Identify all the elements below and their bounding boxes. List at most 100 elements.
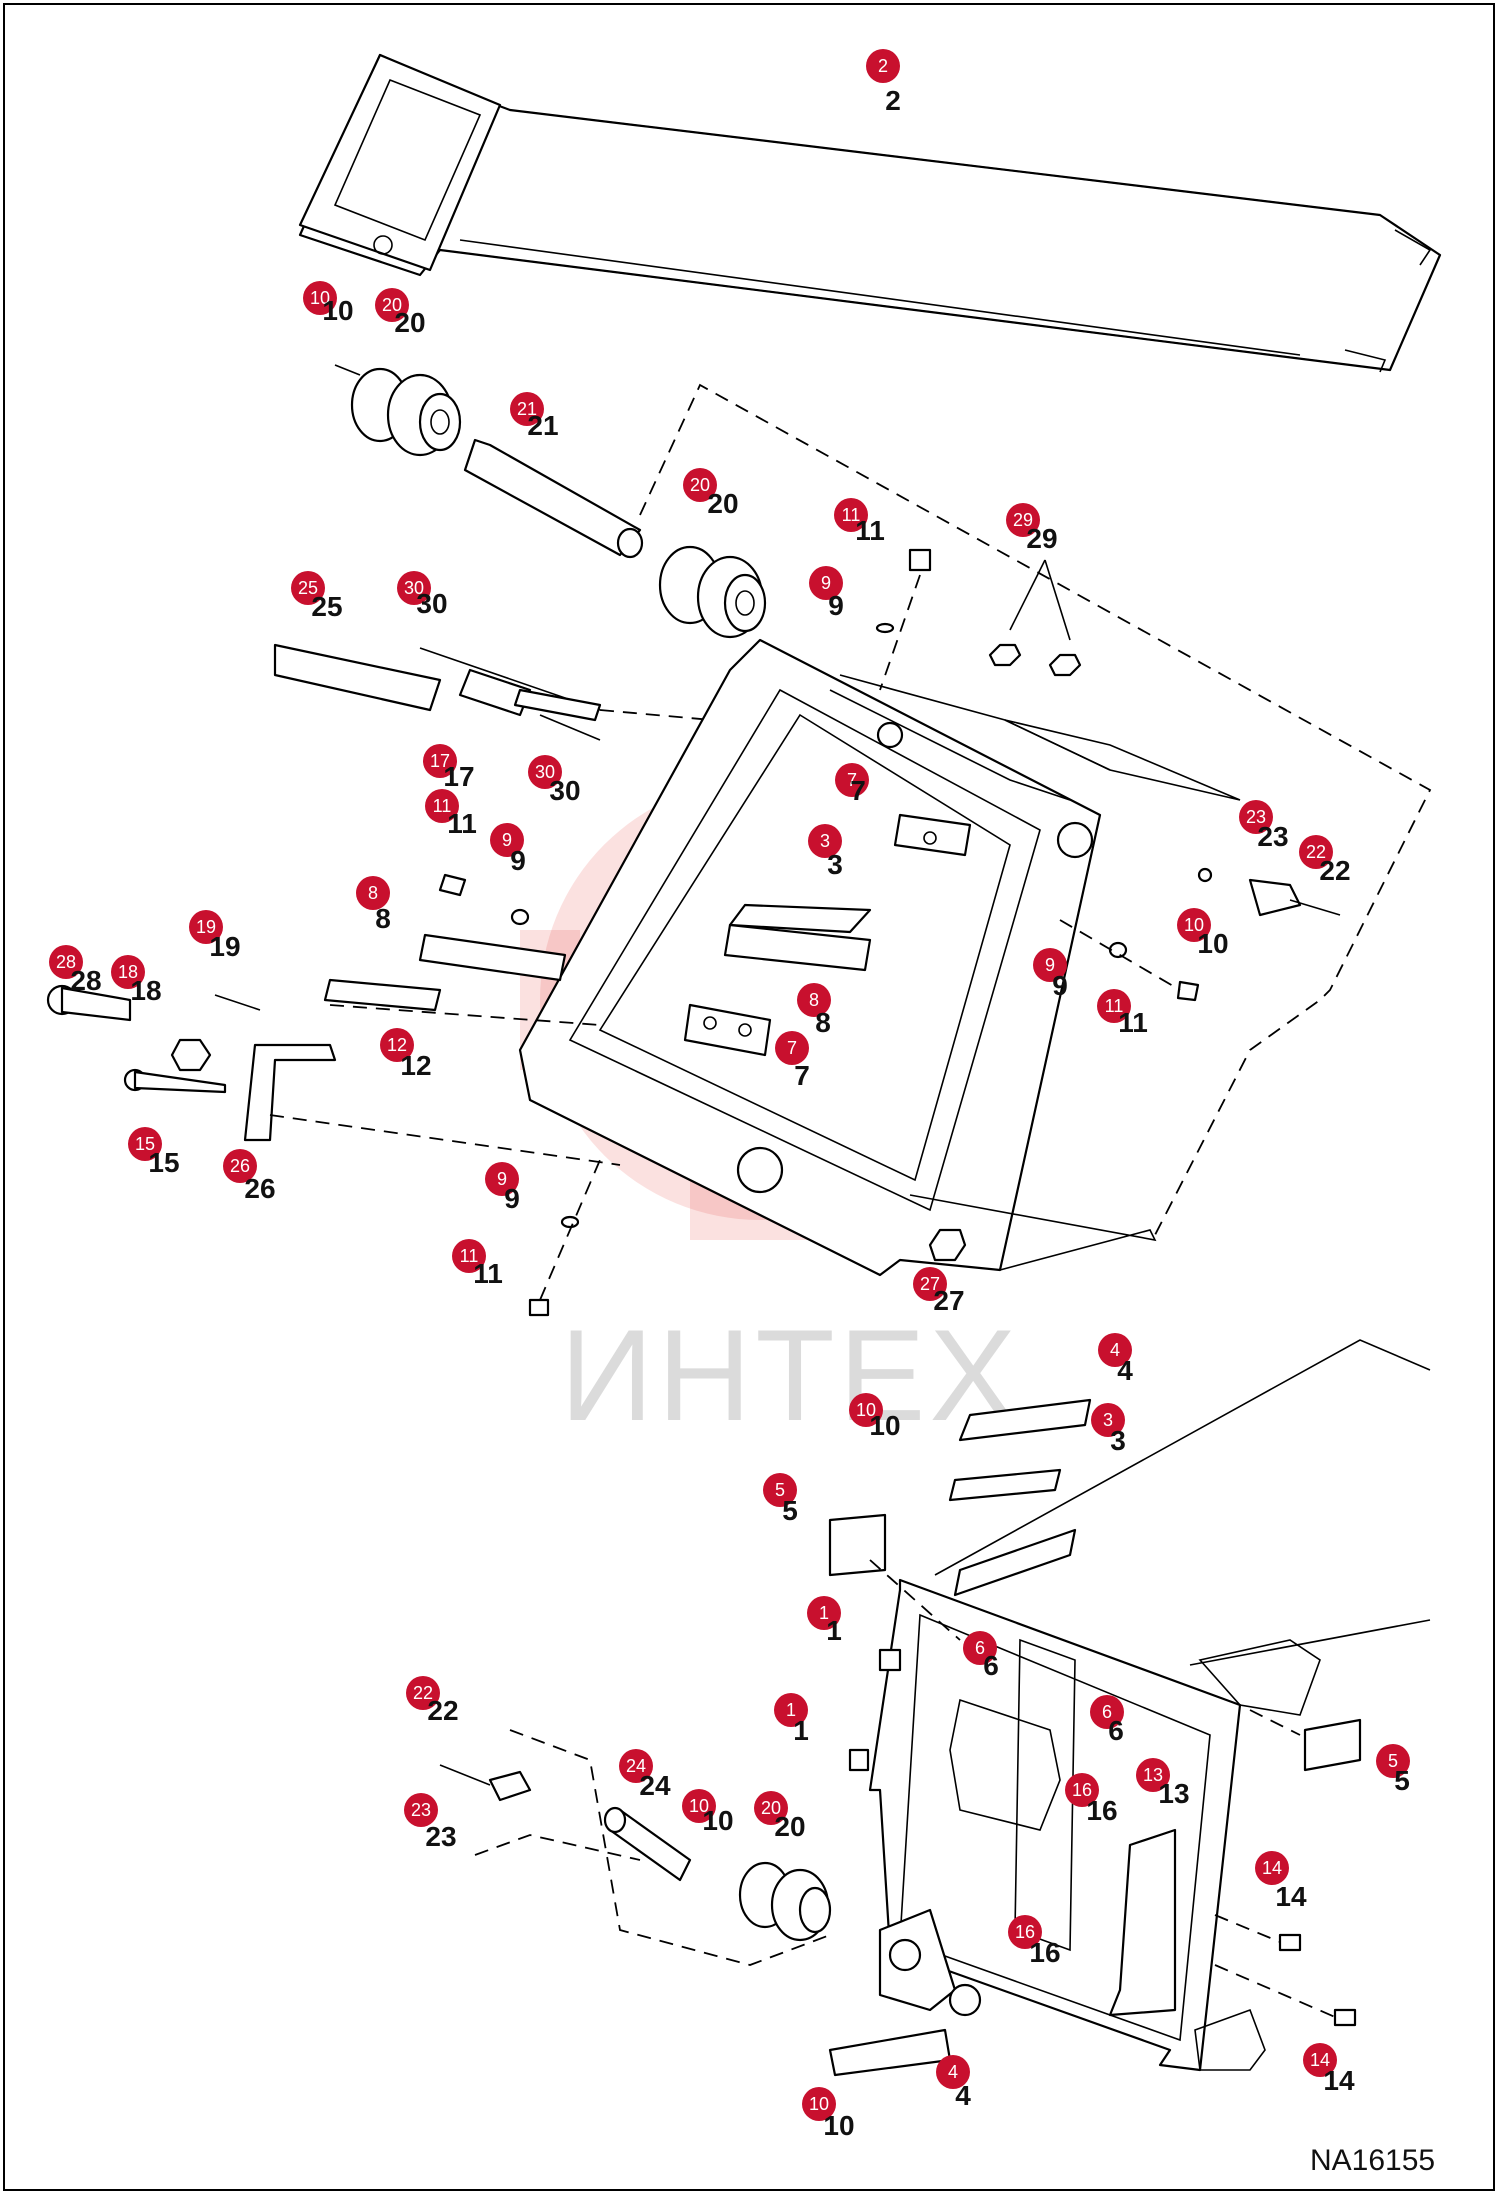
callout-badge-text: 1 <box>786 1700 796 1720</box>
callout-badge-text: 22 <box>1306 842 1326 862</box>
callout-badge <box>1376 1744 1410 1778</box>
callout-badge <box>490 823 524 857</box>
bolt-1-upper <box>878 1648 902 1672</box>
callout-badge-text: 6 <box>1102 1702 1112 1722</box>
callout-badge <box>1136 1758 1170 1792</box>
callout-badge <box>1090 1695 1124 1729</box>
callout-number: 4 <box>955 2080 971 2111</box>
roller-20-lower <box>603 1806 832 1942</box>
callout-number: 8 <box>815 1007 831 1038</box>
callout-badge-text: 26 <box>230 1156 250 1176</box>
callout-badge-text: 28 <box>56 952 76 972</box>
callout-badge-text: 6 <box>975 1638 985 1658</box>
callout-number: 11 <box>855 515 885 546</box>
plate-4-upper <box>958 1398 1092 1442</box>
callout-badge <box>404 1793 438 1827</box>
callout-badge <box>763 1473 797 1507</box>
callout-badge-text: 19 <box>196 917 216 937</box>
callout-badge-text: 20 <box>382 295 402 315</box>
callout-badge <box>866 49 900 83</box>
callout-badge-text: 11 <box>433 796 452 816</box>
callout-number: 28 <box>70 965 101 996</box>
pin-21 <box>463 438 644 559</box>
callout-number: 29 <box>1026 523 1057 554</box>
callout-badge-text: 4 <box>948 2062 958 2082</box>
callout-number: 24 <box>639 1770 671 1801</box>
callout-badge-text: 1 <box>819 1603 829 1623</box>
callout-badge-text: 9 <box>1045 955 1055 975</box>
callout-badge-text: 15 <box>135 1134 155 1154</box>
callout-badge <box>510 392 544 426</box>
callout-number: 11 <box>447 808 477 839</box>
callout-badge-text: 21 <box>517 399 537 419</box>
callout-badge-text: 10 <box>310 288 330 308</box>
callout-badge-text: 16 <box>1015 1922 1035 1942</box>
callout-c2: 22 <box>866 49 901 116</box>
callout-c6a: 66 <box>963 1631 999 1681</box>
callout-badge-text: 17 <box>430 751 450 771</box>
callout-c7a: 77 <box>835 763 869 806</box>
callout-c6b: 66 <box>1090 1695 1124 1746</box>
callout-badge <box>49 945 83 979</box>
callout-badge-text: 23 <box>411 1800 431 1820</box>
callout-number: 1 <box>826 1615 842 1646</box>
callout-badge <box>849 1393 883 1427</box>
callout-badge-text: 3 <box>820 831 830 851</box>
callout-badge-text: 5 <box>1388 1751 1398 1771</box>
callout-c8b: 88 <box>797 983 831 1038</box>
bracket-26-assembly <box>46 984 621 1166</box>
callout-badge <box>834 498 868 532</box>
callout-badge <box>1255 1851 1289 1885</box>
callout-number: 7 <box>850 775 866 806</box>
callout-badge <box>375 288 409 322</box>
bolt-14-lower <box>1333 2008 1357 2027</box>
callout-number: 12 <box>400 1050 431 1081</box>
callout-number: 5 <box>782 1495 798 1526</box>
callout-badge <box>303 281 337 315</box>
callout-c3a: 33 <box>808 824 843 880</box>
callout-badge <box>1097 989 1131 1023</box>
callout-badge-text: 10 <box>856 1400 876 1420</box>
callout-number: 23 <box>425 1821 456 1852</box>
callout-badge <box>936 2055 970 2089</box>
callout-badge-text: 5 <box>775 1480 785 1500</box>
callout-badge <box>797 983 831 1017</box>
callout-badge <box>189 910 223 944</box>
callout-badge <box>913 1267 947 1301</box>
callout-c4a: 44 <box>1098 1333 1133 1386</box>
callout-number: 15 <box>148 1147 179 1178</box>
callout-badge <box>1177 908 1211 942</box>
callout-number: 19 <box>209 931 240 962</box>
plate-3 <box>728 903 872 934</box>
callout-badge <box>1008 1915 1042 1949</box>
callout-badge <box>528 755 562 789</box>
callout-number: 30 <box>416 588 447 619</box>
callout-badge-text: 9 <box>497 1169 507 1189</box>
callout-c9b: 99 <box>490 823 526 876</box>
callout-badge <box>682 1789 716 1823</box>
callout-number: 25 <box>311 591 342 622</box>
callout-badge <box>835 763 869 797</box>
callout-c1b: 11 <box>774 1693 809 1746</box>
callout-badge <box>775 1031 809 1065</box>
callout-badge <box>425 789 459 823</box>
